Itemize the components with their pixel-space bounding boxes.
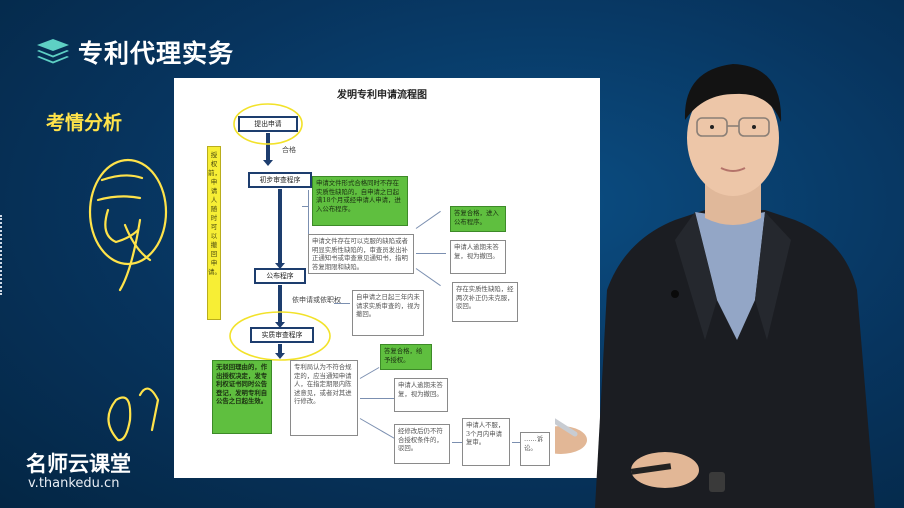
box-reply-ok: 答复合格，进入公布程序。 <box>450 206 506 232</box>
stack-layers-icon <box>37 39 69 64</box>
step-publish: 公布程序 <box>254 268 306 284</box>
step-substantive: 实质审查程序 <box>250 327 314 343</box>
flowchart-slide: 发明专利申请流程图 授权前，申请人随时可以撤回申请。 提出申请 合格 初步审查程… <box>174 78 600 478</box>
side-note: 授权前，申请人随时可以撤回申请。 <box>207 146 221 320</box>
handwriting-annotation <box>88 158 168 442</box>
box-subst-defect: 专利局认为不符合规定的，应当通知申请人，在指定期限内陈述意见，或者对其进行修改。 <box>290 360 358 436</box>
arrow-down <box>275 285 285 328</box>
box-subst-reply-ok: 答复合格，给予授权。 <box>380 344 432 370</box>
box-lawsuit: ……诉讼。 <box>520 432 550 466</box>
box-reexam: 申请人不服，3个月内申请复审。 <box>462 418 510 466</box>
arrow-down <box>275 344 285 359</box>
box-still-noncompliant: 经修改后仍不符合授权条件的，驳回。 <box>394 424 450 464</box>
step-submit: 提出申请 <box>238 116 298 132</box>
side-tick-marks <box>0 215 6 295</box>
box-no-reply: 申请人逾期未答复，视为撤回。 <box>450 240 506 274</box>
box-still-defect: 存在实质性缺陷，经两次补正仍未克服，驳回。 <box>452 282 518 322</box>
slide-title: 发明专利申请流程图 <box>337 90 427 101</box>
pass-label: 合格 <box>282 146 296 154</box>
box-prelim-defect: 申请文件存在可以克服的缺陷或者明显实质性缺陷的，审查员发出补正通知书或审查意见通… <box>308 234 414 274</box>
box-grant: 无驳回理由的，作出授权决定，发专利权证书同时公告登记，发明专利自公告之日起生效。 <box>212 360 272 434</box>
brand-url: v.thankedu.cn <box>28 476 120 491</box>
box-three-years: 自申请之日起三年内未请求实质审查的，视为撤回。 <box>352 290 424 336</box>
section-title: 考情分析 <box>46 112 123 134</box>
box-subst-no-reply: 申请人逾期未答复，视为撤回。 <box>394 378 448 412</box>
brand-name: 名师云课堂 <box>26 452 131 476</box>
course-title: 专利代理实务 <box>78 39 235 68</box>
presenter-figure <box>555 64 875 508</box>
step-preliminary: 初步审查程序 <box>248 172 312 188</box>
request-label: 依申请或依职权 <box>292 296 341 304</box>
handwriting-annotation <box>229 103 331 361</box>
arrow-down <box>263 133 273 166</box>
arrow-down <box>275 189 285 269</box>
box-prelim-ok: 申请文件形式合格同时不存在实质性缺陷的，自申请之日起满18个月或经申请人申请，进… <box>312 176 408 226</box>
